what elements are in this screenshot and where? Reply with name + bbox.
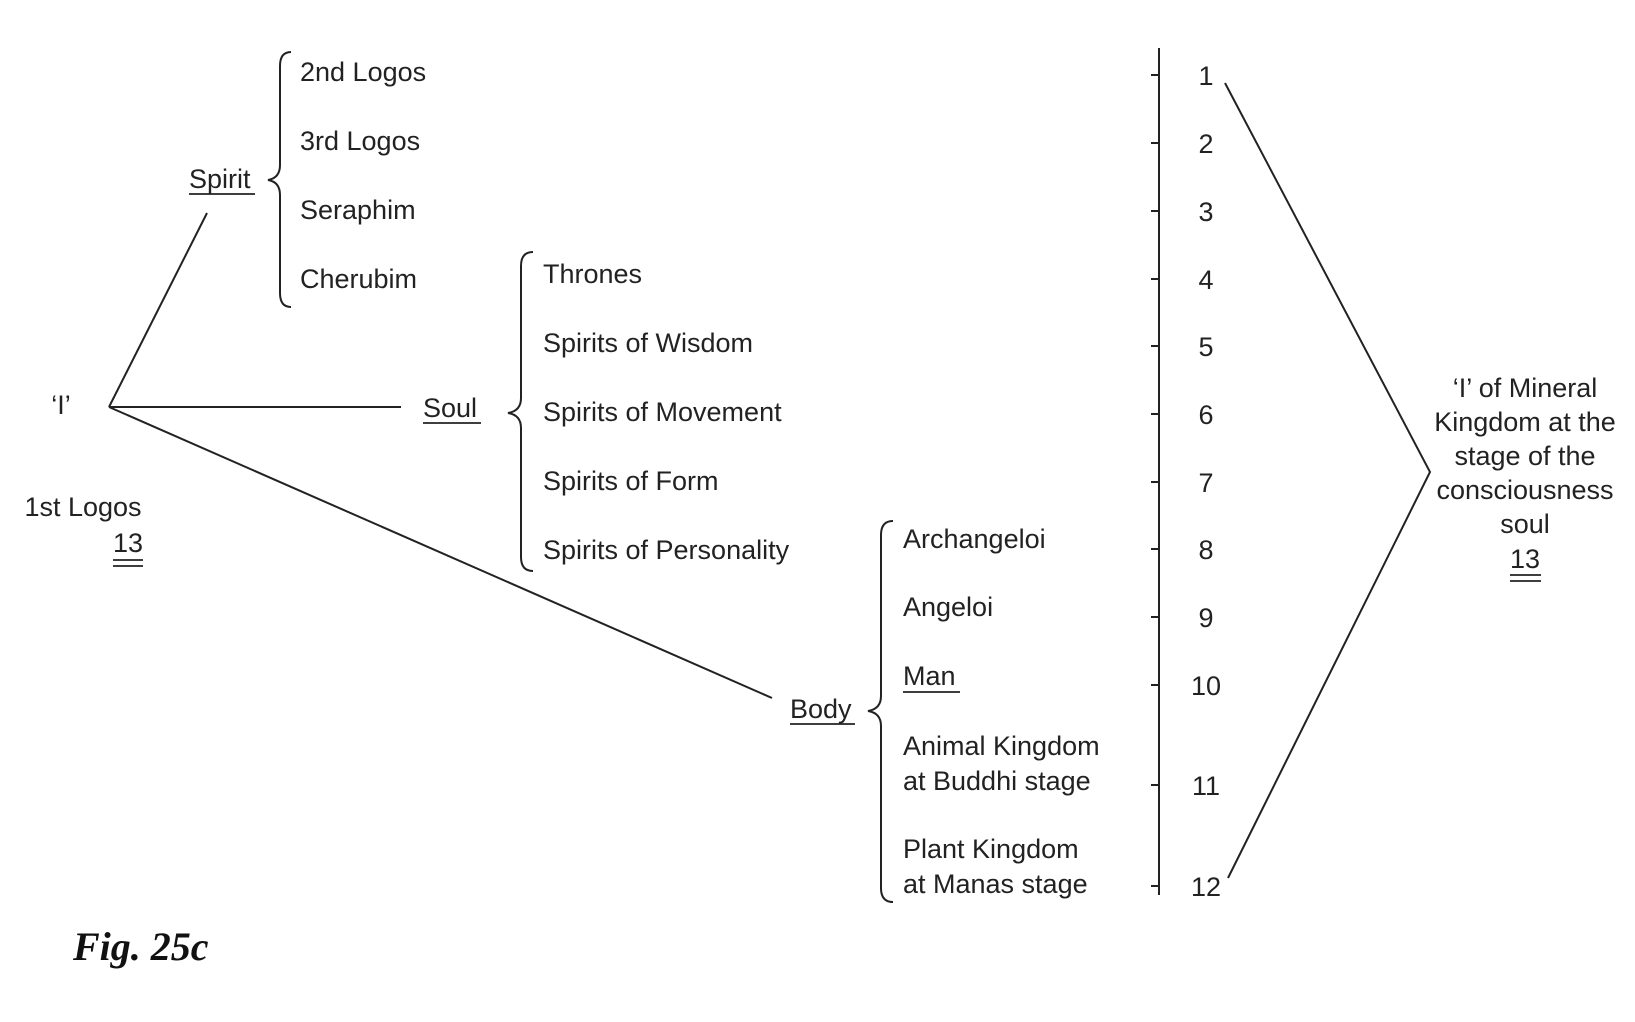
scale-number-8: 8 (1198, 535, 1213, 565)
item-plant-kingdom-line1: Plant Kingdom (903, 834, 1079, 864)
item-spirits-of-personality: Spirits of Personality (543, 535, 790, 565)
body-label: Body (790, 694, 852, 724)
scale-number-12: 12 (1191, 872, 1221, 902)
item-angeloi: Angeloi (903, 592, 993, 622)
scale-number-1: 1 (1198, 61, 1213, 91)
item-animal-kingdom-line2: at Buddhi stage (903, 766, 1091, 796)
spirit-label: Spirit (189, 164, 251, 194)
scale-number-11: 11 (1192, 771, 1220, 801)
mineral-line-1: ‘I’ of Mineral (1453, 373, 1598, 403)
mineral-line-4: consciousness (1436, 475, 1613, 505)
item-3rd-logos: 3rd Logos (300, 126, 420, 156)
spirit-brace (267, 51, 292, 308)
mineral-line-5: soul (1500, 509, 1550, 539)
soul-label: Soul (423, 393, 477, 423)
scale-number-7: 7 (1198, 468, 1213, 498)
item-archangeloi: Archangeloi (903, 524, 1046, 554)
soul-brace (507, 251, 534, 572)
connector-root-body (108, 406, 773, 699)
mineral-line-2: Kingdom at the (1434, 407, 1616, 437)
item-plant-kingdom-line2: at Manas stage (903, 869, 1088, 899)
scale-number-6: 6 (1198, 400, 1213, 430)
item-spirits-of-form: Spirits of Form (543, 466, 719, 496)
scale-number-3: 3 (1198, 197, 1213, 227)
item-cherubim: Cherubim (300, 264, 417, 294)
body-brace (867, 520, 894, 903)
root-caption: 1st Logos (24, 492, 141, 522)
mineral-line-3: stage of the (1454, 441, 1595, 471)
item-seraphim: Seraphim (300, 195, 416, 225)
root-label: ‘I’ (51, 390, 71, 420)
scale-number-2: 2 (1198, 129, 1213, 159)
item-man: Man (903, 661, 956, 691)
item-thrones: Thrones (543, 259, 642, 289)
item-spirits-of-wisdom: Spirits of Wisdom (543, 328, 753, 358)
item-2nd-logos: 2nd Logos (300, 57, 426, 87)
scale-number-10: 10 (1191, 671, 1221, 701)
scale-number-5: 5 (1198, 332, 1213, 362)
scale-number-9: 9 (1198, 603, 1213, 633)
item-animal-kingdom-line1: Animal Kingdom (903, 731, 1100, 761)
chevron-connector (1224, 82, 1432, 879)
scale-number-4: 4 (1198, 265, 1213, 295)
mineral-count: 13 (1510, 544, 1540, 574)
root-count: 13 (113, 528, 143, 558)
connector-root-spirit (108, 212, 208, 408)
figure-caption: Fig. 25c (72, 924, 209, 969)
item-spirits-of-movement: Spirits of Movement (543, 397, 782, 427)
